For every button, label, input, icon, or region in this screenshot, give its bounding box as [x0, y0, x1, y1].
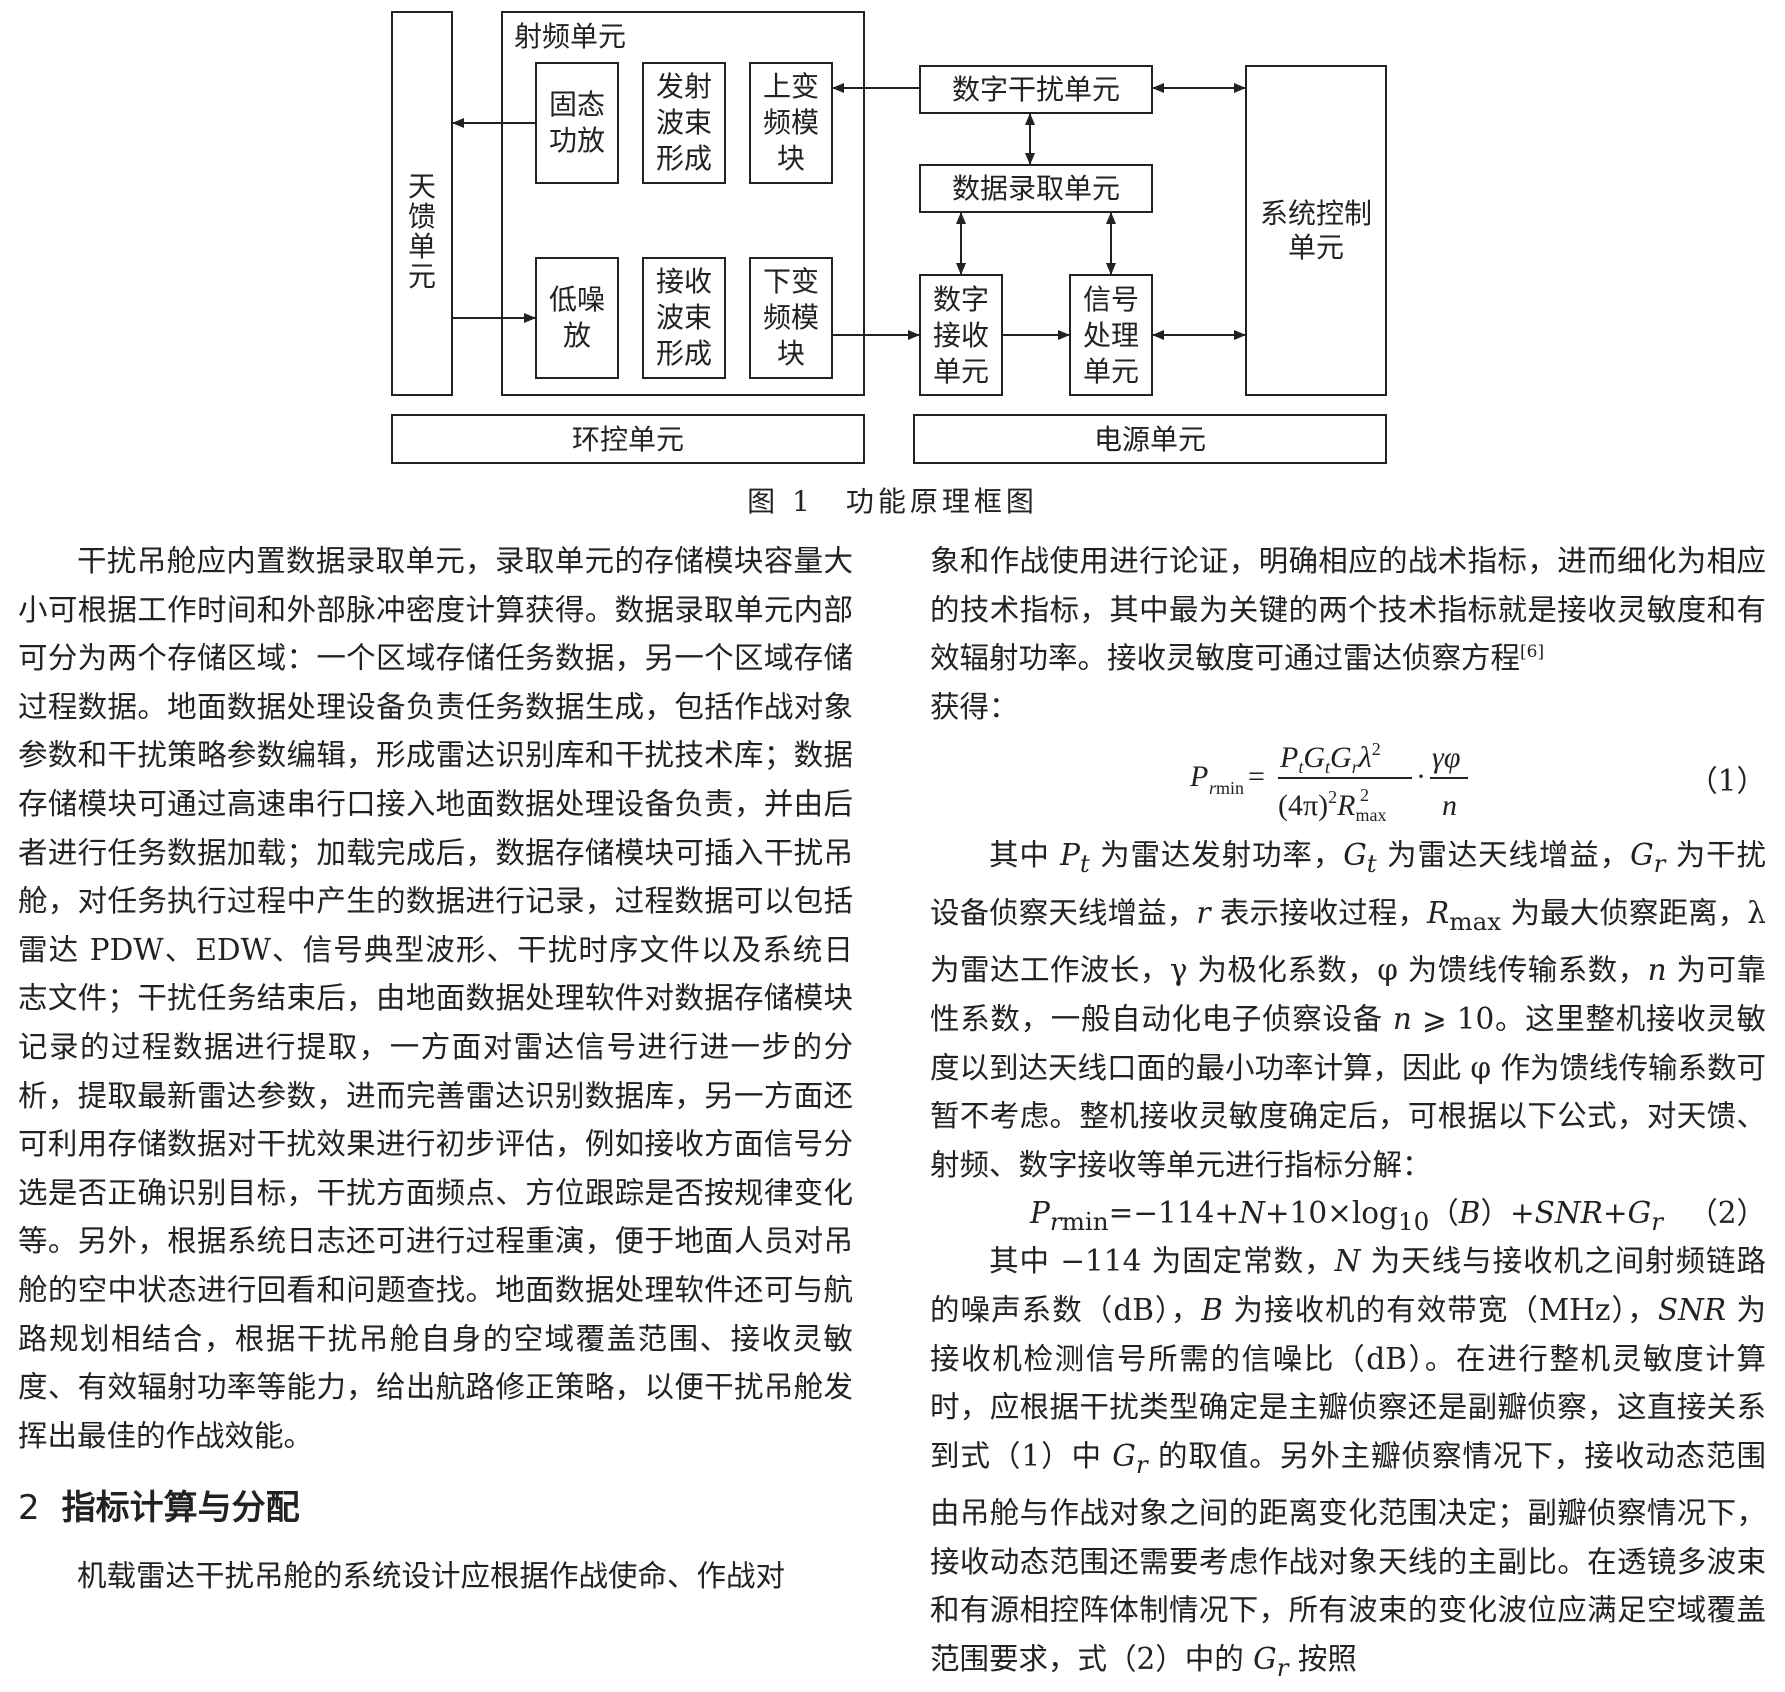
right-column: 象和作战使用进行论证，明确相应的战术指标，进而细化为相应的技术指标，其中最为关键…	[930, 537, 1766, 1692]
equation-1-formula: P r min = PtGtGrλ2 (4π)2Rmax 2 · γφ n	[1190, 739, 1468, 825]
antenna-label: 天馈单元	[408, 170, 436, 293]
data-record-box	[919, 164, 1153, 213]
svg-text:2: 2	[1360, 785, 1369, 805]
antenna-box	[391, 11, 453, 396]
figure-caption: 图 1 功能原理框图	[747, 485, 1038, 518]
block-diagram: 天馈单元 射频单元 固态功放 发射波束形成 上变频模块 低噪放 接收波束形成 下…	[391, 11, 1387, 464]
env-ctrl-label: 环控单元	[572, 423, 684, 456]
right-paragraph-2: 其中 Pt 为雷达发射功率，Gt 为雷达天线增益，Gr 为干扰设备侦察天线增益，…	[930, 838, 1766, 1182]
svg-text:(4π)2Rmax: (4π)2Rmax	[1278, 787, 1386, 825]
lna-label: 低噪放	[549, 283, 605, 352]
rf-unit-title: 射频单元	[514, 20, 626, 53]
env-ctrl-box	[391, 414, 865, 464]
equation-2-number: （2）	[1688, 1196, 1766, 1231]
downconv-label: 下变频模块	[763, 265, 819, 370]
digital-rx-label: 数字接收单元	[933, 283, 989, 388]
svg-text:P: P	[1190, 760, 1208, 793]
svg-text:r: r	[1209, 778, 1217, 798]
left-paragraph-1: 干扰吊舱应内置数据录取单元，录取单元的存储模块容量大小可根据工作时间和外部脉冲密…	[18, 544, 853, 1453]
equation-1-number: （1）	[1688, 764, 1766, 799]
sys-ctrl-label: 系统控制单元	[1260, 197, 1372, 264]
lna-box	[535, 257, 619, 379]
rx-beam-box	[642, 257, 726, 379]
equation-1: P r min = PtGtGrλ2 (4π)2Rmax 2 · γφ n （1…	[930, 731, 1766, 831]
ssa-label: 固态功放	[549, 88, 605, 157]
section-title: 指标计算与分配	[61, 1488, 300, 1529]
svg-text:PtGtGrλ2: PtGtGrλ2	[1279, 739, 1381, 777]
upconv-box	[749, 62, 833, 184]
digital-jam-label: 数字干扰单元	[952, 73, 1120, 106]
left-column: 干扰吊舱应内置数据录取单元，录取单元的存储模块容量大小可根据工作时间和外部脉冲密…	[18, 537, 853, 1601]
svg-text:n: n	[1442, 789, 1457, 822]
power-label: 电源单元	[1094, 423, 1206, 456]
citation-ref: [6]	[1520, 642, 1545, 663]
data-record-label: 数据录取单元	[952, 172, 1120, 205]
tx-beam-box	[642, 62, 726, 184]
right-paragraph-3: 其中 −114 为固定常数，N 为天线与接收机之间射频链路的噪声系数（dB），B…	[930, 1244, 1766, 1682]
section-number: 2	[18, 1488, 40, 1529]
tx-beam-label: 发射波束形成	[656, 70, 712, 175]
equation-2: Prmin=−114+N+10×log10（B）+SNR+Gr （2）	[930, 1189, 1766, 1237]
sys-ctrl-box	[1245, 65, 1387, 396]
signal-proc-label: 信号处理单元	[1083, 283, 1139, 388]
right-paragraph-1: 象和作战使用进行论证，明确相应的战术指标，进而细化为相应的技术指标，其中最为关键…	[930, 544, 1766, 724]
svg-text:·: ·	[1416, 760, 1426, 793]
rx-beam-label: 接收波束形成	[656, 265, 712, 370]
power-box	[913, 414, 1387, 464]
rf-unit-box	[501, 11, 865, 396]
downconv-box	[749, 257, 833, 379]
left-paragraph-2: 机载雷达干扰吊舱的系统设计应根据作战使命、作战对	[77, 1559, 786, 1594]
section-heading: 2 指标计算与分配	[18, 1486, 853, 1530]
svg-text:=: =	[1248, 760, 1265, 793]
equation-2-formula: Prmin=−114+N+10×log10（B）+SNR+Gr	[1030, 1196, 1663, 1237]
svg-text:γφ: γφ	[1432, 741, 1460, 774]
upconv-label: 上变频模块	[763, 70, 819, 175]
ssa-box	[535, 62, 619, 184]
svg-text:min: min	[1216, 778, 1244, 798]
